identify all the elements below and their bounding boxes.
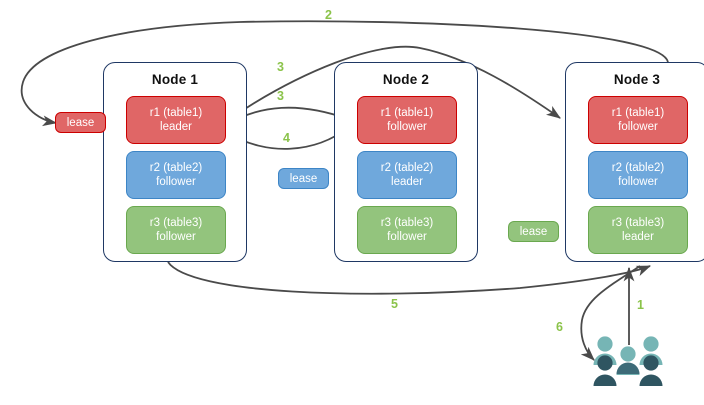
node-title-node3: Node 3 — [613, 72, 661, 87]
replica-node3-r1[interactable]: r1 (table1) follower — [588, 96, 688, 144]
edge-label-3b: 3 — [277, 89, 284, 103]
replica-node1-r2[interactable]: r2 (table2) follower — [126, 151, 226, 199]
edge-label-6: 6 — [556, 320, 563, 334]
replica-name: r2 (table2) — [380, 162, 434, 174]
replica-role: leader — [160, 121, 192, 133]
lease-badge-red[interactable]: lease — [55, 112, 106, 133]
node-title-node1: Node 1 — [151, 72, 199, 87]
replica-role: leader — [391, 176, 423, 188]
replica-node2-r1[interactable]: r1 (table1) follower — [357, 96, 457, 144]
replica-role: follower — [618, 176, 658, 188]
edge-label-2: 2 — [325, 8, 332, 22]
replica-name: r3 (table3) — [380, 217, 434, 229]
replica-node2-r3[interactable]: r3 (table3) follower — [357, 206, 457, 254]
replica-node1-r3[interactable]: r3 (table3) follower — [126, 206, 226, 254]
replica-role: leader — [622, 231, 654, 243]
replica-role: follower — [618, 121, 658, 133]
node-container-node1[interactable]: Node 1 r1 (table1) leader r2 (table2) fo… — [103, 62, 247, 262]
replica-name: r2 (table2) — [611, 162, 665, 174]
replica-name: r1 (table1) — [611, 107, 665, 119]
users-group-icon — [592, 334, 664, 388]
edge-label-3a: 3 — [277, 60, 284, 74]
node-container-node3[interactable]: Node 3 r1 (table1) follower r2 (table2) … — [565, 62, 704, 262]
replica-role: follower — [387, 231, 427, 243]
replica-node3-r2[interactable]: r2 (table2) follower — [588, 151, 688, 199]
edge-4-path — [229, 125, 351, 150]
replica-role: follower — [156, 231, 196, 243]
replica-node2-r2[interactable]: r2 (table2) leader — [357, 151, 457, 199]
replica-name: r2 (table2) — [149, 162, 203, 174]
edge-label-4: 4 — [283, 131, 290, 145]
node-title-node2: Node 2 — [382, 72, 430, 87]
lease-badge-blue[interactable]: lease — [278, 168, 329, 189]
replica-name: r1 (table1) — [149, 107, 203, 119]
node-container-node2[interactable]: Node 2 r1 (table1) follower r2 (table2) … — [334, 62, 478, 262]
replica-name: r3 (table3) — [149, 217, 203, 229]
edge-5-path — [167, 261, 652, 295]
lease-badge-green[interactable]: lease — [508, 221, 559, 242]
replica-node3-r3[interactable]: r3 (table3) leader — [588, 206, 688, 254]
replica-node1-r1[interactable]: r1 (table1) leader — [126, 96, 226, 144]
edge-label-1: 1 — [637, 298, 644, 312]
edge-label-5: 5 — [391, 297, 398, 311]
replica-name: r1 (table1) — [380, 107, 434, 119]
replica-role: follower — [156, 176, 196, 188]
replica-name: r3 (table3) — [611, 217, 665, 229]
replica-role: follower — [387, 121, 427, 133]
